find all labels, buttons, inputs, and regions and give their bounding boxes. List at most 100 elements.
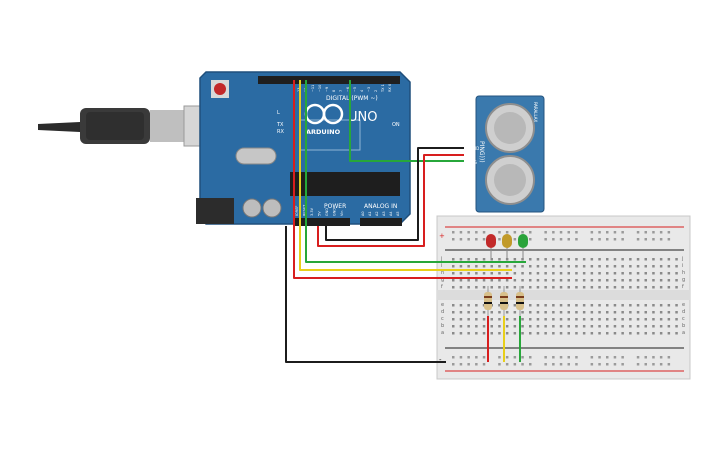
terminal-hole xyxy=(452,279,455,282)
rail-hole xyxy=(459,238,463,241)
terminal-hole xyxy=(467,318,470,321)
rail-hole xyxy=(567,231,570,234)
terminal-hole xyxy=(598,279,601,282)
rail-hole xyxy=(521,356,524,359)
terminal-hole xyxy=(667,304,671,307)
terminal-hole xyxy=(467,325,470,328)
terminal-hole xyxy=(513,272,517,275)
terminal-hole xyxy=(606,318,609,321)
terminal-hole xyxy=(598,304,601,307)
rail-hole xyxy=(559,231,563,234)
terminal-hole xyxy=(659,325,663,328)
terminal-hole xyxy=(675,286,678,289)
reset-button[interactable] xyxy=(214,83,226,95)
terminal-hole xyxy=(529,325,532,328)
terminal-hole xyxy=(636,258,640,261)
terminal-hole xyxy=(636,272,640,275)
analog-pin-label: A3 xyxy=(382,211,386,216)
terminal-hole xyxy=(552,332,555,335)
rail-hole xyxy=(459,363,463,366)
power-jack xyxy=(196,198,234,224)
terminal-hole xyxy=(667,272,671,275)
terminal-hole xyxy=(675,311,678,314)
tx-label: TX xyxy=(276,122,284,128)
digital-pin-label: ~10 xyxy=(318,85,322,92)
terminal-hole xyxy=(521,279,524,282)
rail-hole xyxy=(575,231,578,234)
rail-hole xyxy=(667,356,671,359)
terminal-hole xyxy=(544,325,547,328)
terminal-hole xyxy=(459,286,463,289)
terminal-hole xyxy=(606,325,609,328)
rail-hole xyxy=(598,231,601,234)
terminal-hole xyxy=(629,279,632,282)
terminal-hole xyxy=(529,286,532,289)
rail-hole xyxy=(567,363,570,366)
terminal-hole xyxy=(544,265,547,268)
terminal-hole xyxy=(613,258,617,261)
terminal-hole xyxy=(513,279,517,282)
terminal-hole xyxy=(552,325,555,328)
terminal-hole xyxy=(582,279,586,282)
terminal-hole xyxy=(505,286,509,289)
row-letter: j xyxy=(681,256,683,262)
rx-label: RX xyxy=(277,129,284,135)
rail-hole xyxy=(498,356,501,359)
terminal-hole xyxy=(598,258,601,261)
terminal-hole xyxy=(629,311,632,314)
terminal-hole xyxy=(490,258,493,261)
rail-hole xyxy=(467,238,470,241)
terminal-hole xyxy=(667,279,671,282)
terminal-hole xyxy=(644,279,647,282)
terminal-hole xyxy=(636,332,640,335)
rail-hole xyxy=(544,238,547,241)
terminal-hole xyxy=(552,265,555,268)
row-letter: h xyxy=(441,270,444,276)
rail-hole xyxy=(513,231,517,234)
digital-pin-label: 4 xyxy=(360,89,364,92)
terminal-hole xyxy=(475,286,478,289)
analog-label: ANALOG IN xyxy=(364,203,397,210)
terminal-hole xyxy=(667,286,671,289)
power-pin-label: Vin xyxy=(340,210,344,216)
terminal-hole xyxy=(567,265,570,268)
rail-hole xyxy=(452,231,455,234)
terminal-hole xyxy=(552,279,555,282)
terminal-hole xyxy=(644,311,647,314)
sensor-brand: PARALLAX xyxy=(533,102,538,123)
terminal-hole xyxy=(475,318,478,321)
terminal-hole xyxy=(629,318,632,321)
rail-hole xyxy=(475,363,478,366)
terminal-hole xyxy=(536,265,540,268)
terminal-hole xyxy=(459,332,463,335)
terminal-hole xyxy=(513,311,517,314)
rail-hole xyxy=(467,356,470,359)
terminal-hole xyxy=(621,311,624,314)
led-yellow xyxy=(502,234,512,260)
terminal-hole xyxy=(513,286,517,289)
terminal-hole xyxy=(521,272,524,275)
terminal-hole xyxy=(598,318,601,321)
rail-hole xyxy=(559,356,563,359)
digital-pin-label: ~3 xyxy=(367,87,371,92)
terminal-hole xyxy=(613,304,617,307)
terminal-hole xyxy=(475,272,478,275)
digital-pin-label: ~11 xyxy=(311,85,315,92)
terminal-hole xyxy=(452,265,455,268)
terminal-hole xyxy=(675,265,678,268)
terminal-hole xyxy=(575,311,578,314)
rail-hole xyxy=(621,231,624,234)
terminal-hole xyxy=(590,325,594,328)
terminal-hole xyxy=(529,279,532,282)
terminal-hole xyxy=(621,279,624,282)
terminal-hole xyxy=(452,286,455,289)
terminal-hole xyxy=(544,311,547,314)
digital-pin-label: 7 xyxy=(339,90,343,92)
terminal-hole xyxy=(544,258,547,261)
resistor-1 xyxy=(484,286,492,316)
digital-label: DIGITAL (PWM ~) xyxy=(326,95,378,102)
rail-hole xyxy=(452,363,455,366)
terminal-hole xyxy=(613,279,617,282)
terminal-hole xyxy=(567,272,570,275)
terminal-hole xyxy=(490,332,493,335)
